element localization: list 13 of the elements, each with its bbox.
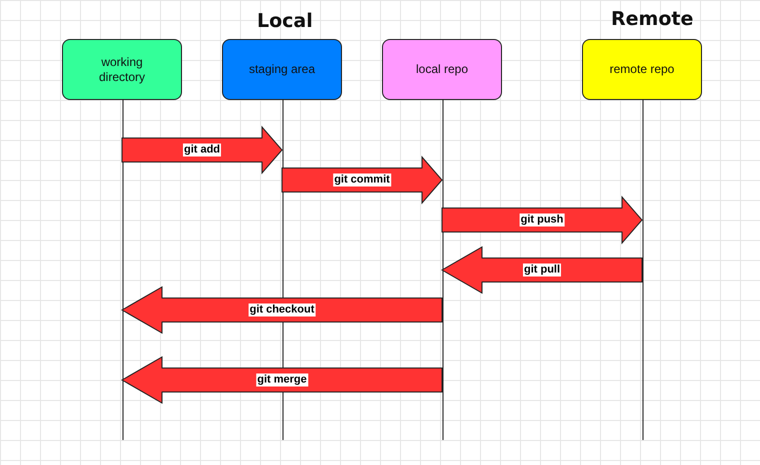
edge-label: git pull [522, 264, 562, 276]
edge-label: git merge [256, 374, 308, 386]
group-heading: Local [257, 10, 313, 32]
group-heading: Remote [611, 8, 694, 30]
edge-label: git checkout [248, 304, 316, 316]
edge-label: git add [182, 144, 222, 156]
block-arrow [121, 356, 442, 404]
block-arrow [121, 286, 442, 334]
edge-label: git push [520, 214, 564, 226]
block-arrow [442, 196, 643, 244]
block-arrow [122, 126, 283, 174]
block-arrow [441, 246, 642, 294]
edge-label: git commit [333, 174, 391, 186]
